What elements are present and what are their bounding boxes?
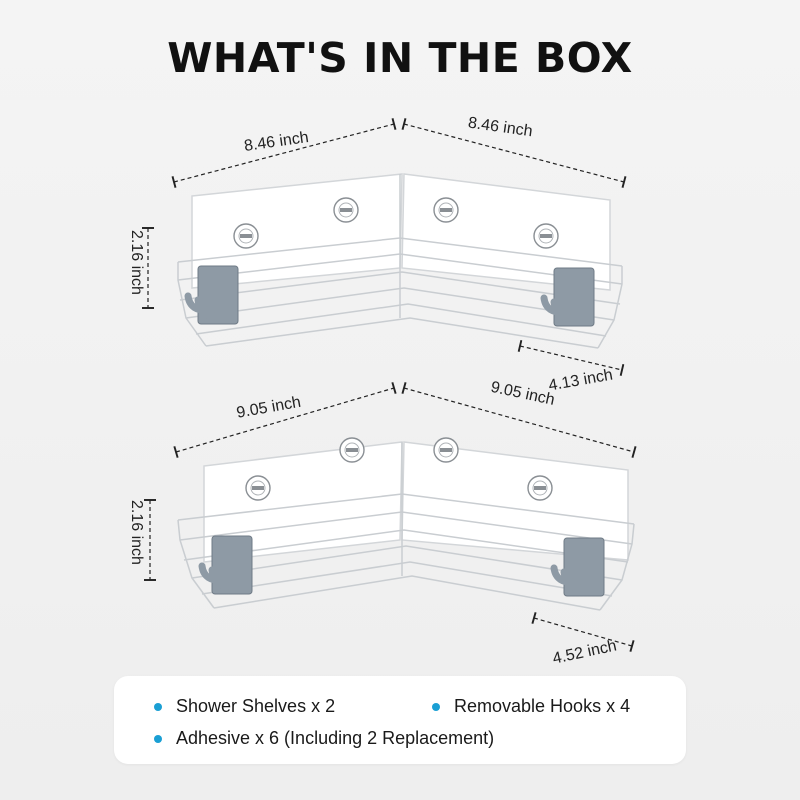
contents-item-shelves: Shower Shelves x 2 [154, 696, 335, 717]
page-title: WHAT'S IN THE BOX [167, 34, 633, 82]
bullet-dot-icon [154, 734, 162, 743]
top-left-width-label: 8.46 inch [243, 129, 310, 155]
contents-item-adhesive: Adhesive x 6 (Including 2 Replacement) [154, 728, 494, 749]
top-dimension-lines [142, 117, 627, 377]
bullet-dot-icon [432, 702, 440, 711]
bottom-shelf [177, 441, 635, 611]
bullet-dot-icon [154, 702, 162, 711]
contents-item-hooks: Removable Hooks x 4 [432, 696, 630, 717]
box-contents-card: Shower Shelves x 2 Removable Hooks x 4 A… [114, 676, 686, 764]
bottom-dimension-lines [144, 381, 637, 653]
bottom-height-label: 2.16 inch [128, 500, 145, 565]
top-height-label: 2.16 inch [128, 230, 145, 295]
top-depth-label: 4.13 inch [547, 367, 614, 395]
bottom-depth-label: 4.52 inch [551, 637, 618, 667]
bottom-right-width-label: 9.05 inch [489, 379, 556, 409]
top-right-width-label: 8.46 inch [467, 114, 534, 140]
